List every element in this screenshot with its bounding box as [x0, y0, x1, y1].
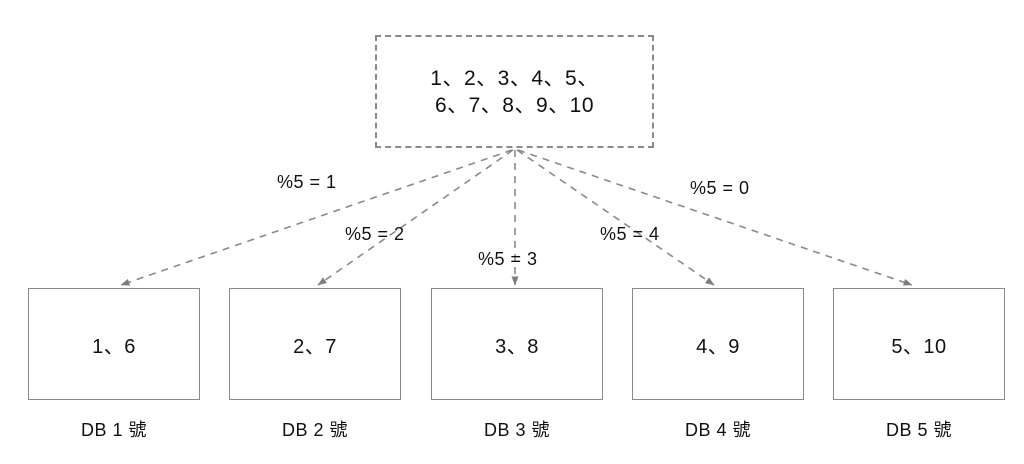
edge-label-db-1: %5 = 1: [277, 172, 337, 192]
key-pool-node: 1、2、3、4、5、 6、7、8、9、10: [375, 35, 654, 148]
shard-content-db-2: 2、7: [293, 335, 337, 358]
shard-caption-db-4: DB 4 號: [684, 420, 752, 440]
edge-label-db-5: %5 = 0: [690, 178, 750, 198]
arrow-to-db-5: [517, 149, 913, 286]
shard-content-db-4: 4、9: [696, 335, 740, 358]
key-pool-line-2: 6、7、8、9、10: [434, 93, 595, 117]
shard-content-db-5: 5、10: [891, 335, 947, 358]
edge-label-db-4: %5 = 4: [600, 224, 660, 244]
key-pool-line-1: 1、2、3、4、5、: [430, 66, 599, 90]
shard-box-db-3: 3、8: [431, 288, 603, 400]
edge-label-db-2: %5 = 2: [345, 224, 405, 244]
shard-content-db-1: 1、6: [92, 335, 136, 358]
shard-caption-db-2: DB 2 號: [281, 420, 349, 440]
arrow-to-db-4: [516, 149, 715, 286]
arrow-to-db-1: [120, 149, 513, 286]
shard-box-db-4: 4、9: [632, 288, 804, 400]
shard-box-db-1: 1、6: [28, 288, 200, 400]
shard-caption-db-3: DB 3 號: [483, 420, 551, 440]
shard-caption-db-1: DB 1 號: [80, 420, 148, 440]
shard-box-db-5: 5、10: [833, 288, 1005, 400]
shard-box-db-2: 2、7: [229, 288, 401, 400]
shard-content-db-3: 3、8: [495, 335, 539, 358]
shard-caption-db-5: DB 5 號: [885, 420, 953, 440]
edge-label-db-3: %5 = 3: [478, 249, 538, 269]
